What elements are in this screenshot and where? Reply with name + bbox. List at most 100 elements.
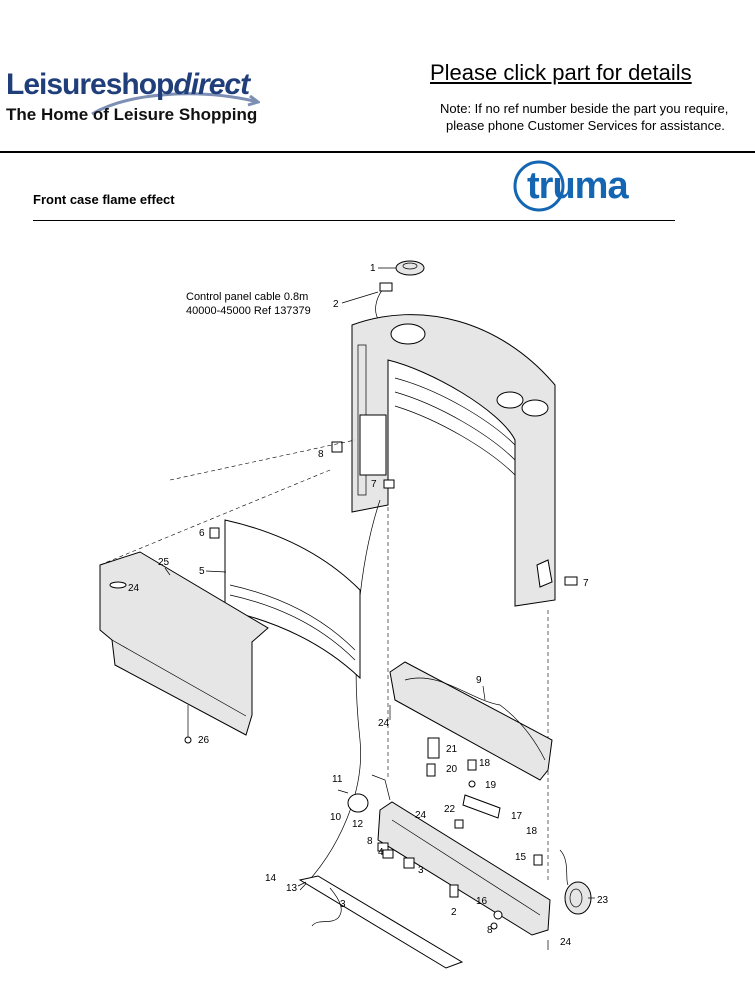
glass-reflection-1 [229, 584, 356, 651]
assembly-line-4 [169, 439, 356, 481]
frame-bracket [359, 414, 387, 476]
callout-22[interactable]: 22 [444, 804, 456, 815]
callout-8-lower[interactable]: 8 [367, 836, 373, 847]
callout-9[interactable]: 9 [476, 675, 482, 686]
callout-12[interactable]: 12 [352, 819, 364, 830]
part-14-end-cap[interactable] [297, 881, 307, 887]
part-13-rod[interactable] [298, 875, 464, 969]
cable-note-line-2: 40000-45000 Ref 137379 [186, 305, 311, 317]
callout-20[interactable]: 20 [446, 764, 458, 775]
frame-knob-hole-right-2 [521, 399, 549, 417]
callout-1[interactable]: 1 [370, 263, 376, 274]
callout-2[interactable]: 2 [333, 299, 339, 310]
callout-3[interactable]: 3 [418, 865, 424, 876]
part-7-clip-left[interactable] [383, 479, 395, 489]
leader-5 [205, 570, 227, 573]
part-7-clip-right[interactable] [564, 576, 578, 586]
part-22-spacer[interactable] [454, 819, 464, 829]
control-cable [299, 499, 381, 891]
callout-7-right[interactable]: 7 [583, 578, 589, 589]
part-9-flame-effect[interactable] [389, 661, 553, 781]
assistance-note-line-2: please phone Customer Services for assis… [446, 118, 725, 133]
brand-name: Leisureshopdirect [6, 68, 250, 102]
callout-3-lower[interactable]: 3 [340, 899, 346, 910]
callout-18[interactable]: 18 [479, 758, 491, 769]
part-21-bracket[interactable] [427, 737, 440, 759]
part-25-front-plate[interactable] [99, 551, 269, 736]
swoosh-icon [91, 92, 260, 116]
click-part-link[interactable]: Please click part for details [430, 60, 692, 85]
brand-tagline: The Home of Leisure Shopping [6, 105, 258, 124]
part-17-plate[interactable] [462, 794, 501, 819]
section-divider [33, 220, 675, 221]
frame-rib-2 [394, 391, 516, 461]
callout-24[interactable]: 24 [128, 583, 140, 594]
callout-8[interactable]: 8 [318, 449, 324, 460]
part-18-screw-lower[interactable] [533, 854, 543, 866]
callout-26[interactable]: 26 [198, 735, 210, 746]
callout-10[interactable]: 10 [330, 812, 342, 823]
part-20-lamp[interactable] [426, 763, 436, 777]
callout-13[interactable]: 13 [286, 883, 298, 894]
part-24-screw-plate[interactable] [109, 581, 127, 589]
callout-24-tray[interactable]: 24 [415, 810, 427, 821]
brand-name-accent: direct [173, 68, 250, 101]
plate-fold [111, 639, 247, 717]
exploded-diagram: 1 2 8 7 6 25 5 24 7 9 24 26 21 20 18 19 … [99, 260, 609, 969]
callout-19[interactable]: 19 [485, 780, 497, 791]
callout-7[interactable]: 7 [371, 479, 377, 490]
callout-18-lower[interactable]: 18 [526, 826, 538, 837]
frame-knob-hole-left [390, 323, 426, 345]
callout-24-bottom[interactable]: 24 [560, 937, 572, 948]
part-3-switch[interactable] [403, 857, 415, 869]
callout-23[interactable]: 23 [597, 895, 609, 906]
part-12-motor[interactable] [347, 793, 369, 813]
part-5-glass-panel[interactable] [224, 519, 361, 680]
part-2-connector-lower[interactable] [449, 884, 459, 898]
callout-16[interactable]: 16 [476, 896, 488, 907]
part-23-control-knob[interactable] [564, 881, 592, 915]
part-11-screw[interactable] [337, 789, 349, 794]
callout-25[interactable]: 25 [158, 557, 170, 568]
knob-inner [569, 888, 583, 908]
frame-rib-3 [394, 405, 516, 476]
part-16-screw[interactable] [493, 910, 503, 920]
frame-tab [536, 559, 553, 588]
frame-rib-1 [394, 377, 516, 446]
callout-21[interactable]: 21 [446, 744, 458, 755]
callout-8-bottom[interactable]: 8 [487, 925, 493, 936]
callout-11[interactable]: 11 [332, 774, 343, 785]
part-8-clip-top[interactable] [331, 441, 343, 453]
callout-14[interactable]: 14 [265, 873, 277, 884]
callout-15[interactable]: 15 [515, 852, 527, 863]
part-19-washer[interactable] [468, 780, 476, 788]
brand-name-main: Leisureshop [6, 68, 174, 101]
cable-note-line-1: Control panel cable 0.8m [186, 291, 309, 303]
flame-contour [404, 677, 546, 761]
callout-4[interactable]: 4 [378, 847, 384, 858]
tray-edge [391, 819, 541, 916]
section-title: Front case flame effect [33, 192, 175, 207]
knob-detail [402, 262, 418, 270]
assistance-note-line-1: Note: If no ref number beside the part y… [440, 101, 729, 116]
part-4-clip[interactable] [382, 849, 394, 859]
part-26-screw-head [184, 736, 192, 744]
part-18-screw[interactable] [467, 759, 477, 771]
callout-17[interactable]: 17 [511, 811, 523, 822]
part-10-wire[interactable] [371, 774, 391, 801]
leader-25 [164, 567, 171, 576]
callout-5[interactable]: 5 [199, 566, 205, 577]
truma-logo-text: truma [527, 165, 629, 207]
header-divider [0, 151, 755, 153]
leisureshop-logo[interactable] [0, 40, 270, 140]
part-6-clip[interactable] [209, 527, 220, 539]
callout-24-flame[interactable]: 24 [378, 718, 390, 729]
leader-2 [341, 291, 379, 304]
control-base-tray[interactable] [377, 801, 551, 936]
callout-2-lower[interactable]: 2 [451, 907, 457, 918]
callout-6[interactable]: 6 [199, 528, 205, 539]
part-2-connector[interactable] [379, 282, 393, 292]
part-8-clip-bottom[interactable] [490, 922, 498, 930]
part-3-cable[interactable] [311, 887, 342, 927]
front-case-frame[interactable] [351, 314, 556, 607]
